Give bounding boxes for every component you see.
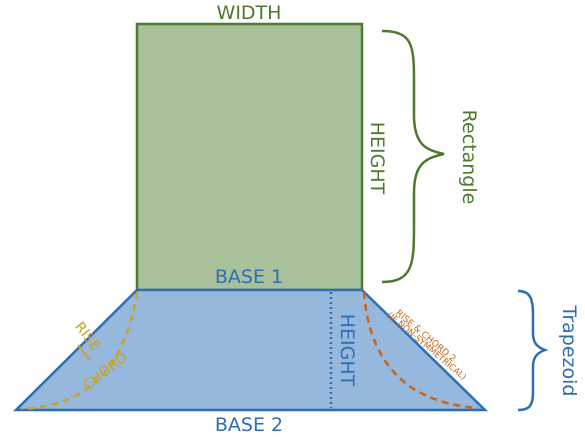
rectangle-brace [381,29,445,284]
rectangle-bracket-label: Rectangle [458,110,480,205]
rise-marker [77,344,91,361]
rectangle-shape [135,22,364,292]
trapezoid-base2-label: BASE 2 [215,414,283,436]
rectangle-width-label: WIDTH [217,2,282,24]
trapezoid-height-label: HEIGHT [336,314,358,387]
trapezoid-bracket-label: Trapezoid [558,305,580,397]
rise-chord-curve [21,291,139,411]
rise-chord2-curve [362,291,479,410]
trapezoid-shape [12,288,489,412]
trapezoid-base1-label: BASE 1 [215,266,283,288]
rectangle-height-label: HEIGHT [366,122,388,195]
trapezoid-brace [517,289,549,412]
